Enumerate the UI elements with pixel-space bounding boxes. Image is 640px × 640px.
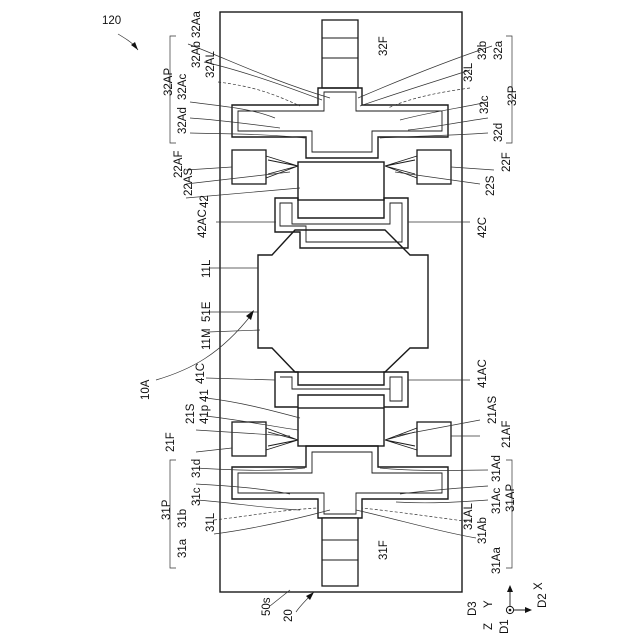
arrow-icon (246, 310, 254, 320)
label-31Ac: 31Ac (491, 488, 503, 514)
label-31L: 31L (205, 512, 217, 532)
label-32Ad: 32Ad (177, 107, 189, 134)
label-31a: 31a (177, 538, 189, 558)
terminal-31F (322, 518, 358, 586)
label-11M: 11M (201, 328, 213, 350)
label-32AP: 32AP (163, 68, 175, 96)
label-22S: 22S (485, 175, 497, 196)
label-41: 41 (199, 389, 211, 402)
label-41C: 41C (195, 363, 207, 384)
label-31c: 31c (191, 487, 203, 506)
axis-label-d1: D1 (499, 619, 511, 634)
label-51E: 51E (201, 301, 213, 322)
label-32AL: 32AL (205, 51, 217, 78)
label-32Ac: 32Ac (177, 74, 189, 100)
label-31Aa: 31Aa (491, 547, 503, 574)
label-31b: 31b (177, 509, 189, 528)
label-41AC: 41AC (477, 359, 489, 388)
terminal-32F (322, 20, 358, 88)
label-32F: 32F (378, 36, 390, 56)
substrate-50s (220, 12, 462, 592)
label-32b: 32b (477, 41, 489, 60)
label-32L: 32L (463, 62, 475, 82)
label-42AC: 42AC (197, 209, 209, 238)
axis-label-z: Z (483, 623, 495, 630)
label-32Aa: 32Aa (191, 11, 203, 38)
label-31AP: 31AP (505, 484, 517, 512)
arrow-icon (131, 42, 138, 50)
label-42: 42 (199, 195, 211, 208)
label-21AS: 21AS (487, 396, 499, 424)
label-32P: 32P (507, 85, 519, 106)
arrow-right-icon (525, 607, 532, 613)
axis-label-x: X (533, 582, 545, 590)
label-32c: 32c (479, 95, 491, 114)
pad-21F (232, 422, 266, 456)
arrow-up-icon (507, 585, 513, 592)
element-42 (298, 162, 384, 200)
label-31d: 31d (191, 459, 203, 478)
axis-label-d3: D3 (467, 601, 479, 616)
label-32Ab: 32Ab (191, 41, 203, 68)
element-41 (298, 408, 384, 446)
label-31F: 31F (378, 540, 390, 560)
label-11L: 11L (201, 259, 213, 278)
label-32d: 32d (493, 123, 505, 142)
label-22AS: 22AS (183, 168, 195, 196)
label-31AL: 31AL (463, 503, 475, 530)
label-21F: 21F (165, 432, 177, 452)
label-31Ad: 31Ad (491, 455, 503, 482)
axis-label-d2: D2 (537, 593, 549, 608)
label-31Ab: 31Ab (477, 517, 489, 544)
label-31P: 31P (161, 499, 173, 520)
pad-22AF (232, 150, 266, 184)
chip-11M (258, 230, 428, 372)
label-10A: 10A (140, 379, 152, 400)
label-50s: 50s (261, 597, 273, 616)
label-22F: 22F (501, 152, 513, 172)
label-20: 20 (283, 609, 295, 622)
label-21AF: 21AF (501, 421, 513, 449)
pad-21AF (417, 422, 451, 456)
label-41p: 41p (199, 405, 211, 424)
axis-label-y: Y (483, 600, 495, 608)
label-120: 120 (102, 15, 121, 27)
label-32a: 32a (493, 40, 505, 60)
label-42C: 42C (477, 217, 489, 238)
label-21S: 21S (185, 403, 197, 424)
